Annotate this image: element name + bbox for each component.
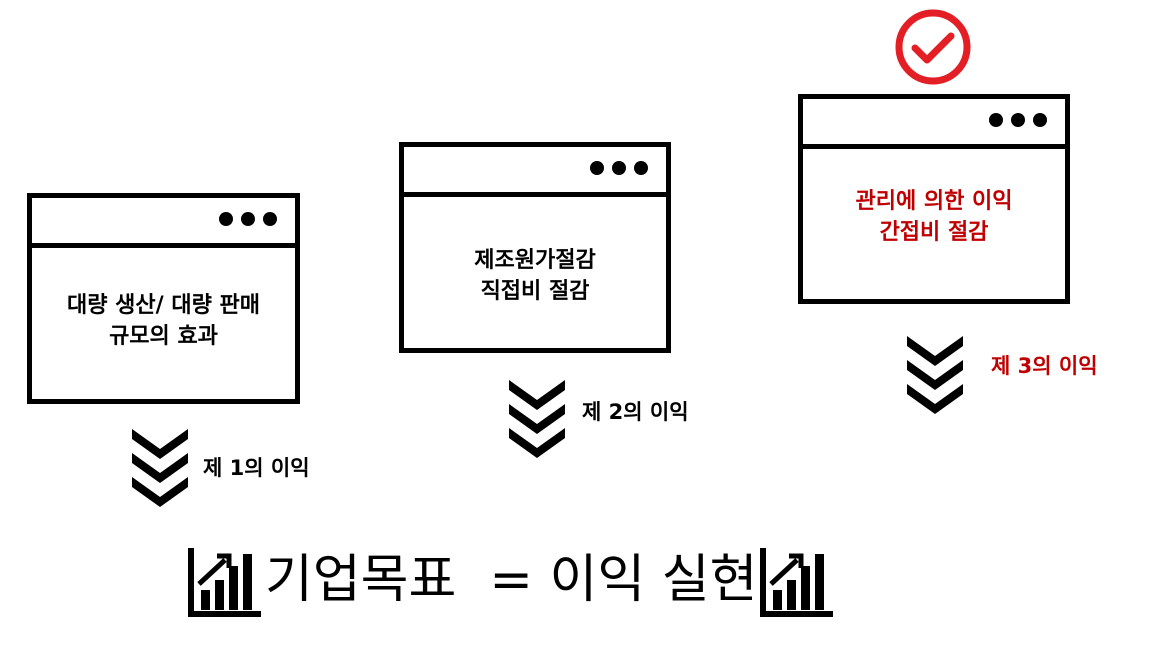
box-1-line1: 대량 생산/ 대량 판매 — [67, 293, 260, 318]
box-1-text: 대량 생산/ 대량 판매 규모의 효과 — [32, 290, 295, 352]
window-dots-icon — [590, 161, 648, 175]
step-3-label: 제 3의 이익 — [991, 354, 1098, 378]
box-3-line2: 간접비 절감 — [879, 220, 989, 245]
window-dots-icon — [989, 113, 1047, 127]
chevron-down-icon — [907, 336, 963, 414]
growth-bar-chart-icon — [188, 548, 261, 617]
box-2-line1: 제조원가절감 — [474, 248, 596, 273]
box-1-line2: 규모의 효과 — [109, 324, 218, 349]
box-2-line2: 직접비 절감 — [480, 279, 590, 304]
chevron-down-icon — [509, 380, 565, 458]
check-circle-icon — [895, 9, 971, 85]
window-title-bar — [404, 147, 666, 197]
box-3-text: 관리에 의한 이익 간접비 절감 — [803, 186, 1065, 248]
step-1-label: 제 1의 이익 — [203, 456, 310, 480]
box-2-text: 제조원가절감 직접비 절감 — [404, 245, 666, 307]
window-dots-icon — [219, 212, 277, 226]
box-2-window: 제조원가절감 직접비 절감 — [399, 142, 671, 353]
growth-bar-chart-icon — [760, 548, 834, 617]
box-3-line1: 관리에 의한 이익 — [855, 189, 1013, 214]
box-3-window: 관리에 의한 이익 간접비 절감 — [798, 94, 1070, 304]
box-1-window: 대량 생산/ 대량 판매 규모의 효과 — [27, 193, 300, 404]
window-title-bar — [32, 198, 295, 248]
goal-row: 기업목표 = 이익 실현 — [185, 540, 837, 620]
window-title-bar — [803, 99, 1065, 149]
goal-text: 기업목표 = 이익 실현 — [265, 550, 758, 610]
step-2-label: 제 2의 이익 — [582, 400, 689, 424]
chevron-down-icon — [132, 429, 188, 507]
